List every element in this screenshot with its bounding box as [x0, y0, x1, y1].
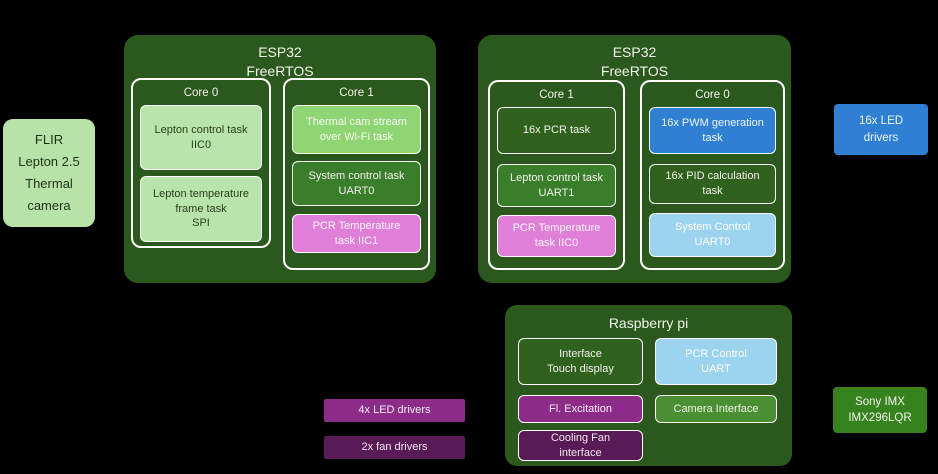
task-pcr-temperature-iic1: PCR Temperature task IIC1 — [292, 214, 421, 253]
esp32-right-block: ESP32 FreeRTOS Core 1 16x PCR task Lepto… — [478, 35, 791, 283]
task-16x-pcr: 16x PCR task — [497, 107, 616, 154]
esp32-left-subtitle: FreeRTOS — [246, 63, 314, 79]
esp32-left-core1: Core 1 Thermal cam stream over Wi-Fi tas… — [283, 78, 430, 270]
esp32-left-core0-label: Core 0 — [183, 87, 219, 99]
task-pcr-temperature-iic0: PCR Temperature task IIC0 — [497, 215, 616, 257]
task-lepton-temperature-frame-spi: Lepton temperature frame task SPI — [140, 176, 262, 242]
rpi-touch-display-interface: Interface Touch display — [518, 338, 643, 385]
esp32-left-block: ESP32 FreeRTOS Core 0 Lepton control tas… — [124, 35, 436, 283]
esp32-right-core1: Core 1 16x PCR task Lepton control task … — [488, 80, 625, 270]
esp32-right-core0-label: Core 0 — [695, 89, 730, 101]
task-system-control-uart0: System control task UART0 — [292, 161, 421, 206]
rpi-camera-interface: Camera Interface — [655, 395, 777, 423]
task-thermal-cam-stream-wifi: Thermal cam stream over Wi-Fi task — [292, 105, 421, 154]
esp32-left-core0: Core 0 Lepton control task IIC0 Lepton t… — [131, 78, 271, 248]
led-drivers-4x-block: 4x LED drivers — [324, 399, 465, 422]
rpi-fl-excitation: Fl. Excitation — [518, 395, 643, 423]
task-system-control-uart0-right: System Control UART0 — [649, 213, 776, 257]
esp32-left-title: ESP32 — [258, 44, 302, 60]
esp32-right-subtitle: FreeRTOS — [600, 63, 669, 79]
flir-camera-block: FLIR Lepton 2.5 Thermal camera — [3, 119, 95, 227]
led-drivers-16x-block: 16x LED drivers — [834, 104, 928, 155]
task-lepton-control-iic0: Lepton control task IIC0 — [140, 105, 262, 170]
raspberry-pi-block: Raspberry pi Interface Touch display PCR… — [505, 305, 792, 466]
task-lepton-control-uart1: Lepton control task UART1 — [497, 164, 616, 207]
task-16x-pwm-generation: 16x PWM generation task — [649, 107, 776, 154]
esp32-right-core1-label: Core 1 — [539, 89, 574, 101]
esp32-right-title: ESP32 — [612, 44, 657, 60]
rpi-cooling-fan-interface: Cooling Fan interface — [518, 430, 643, 461]
esp32-left-core1-label: Core 1 — [339, 87, 374, 99]
rpi-pcr-control-uart: PCR Control UART — [655, 338, 777, 385]
sony-imx-sensor-block: Sony IMX IMX296LQR — [833, 387, 927, 433]
raspberry-pi-title: Raspberry pi — [608, 315, 689, 331]
esp32-right-core0: Core 0 16x PWM generation task 16x PID c… — [640, 80, 785, 270]
fan-drivers-2x-block: 2x fan drivers — [324, 436, 465, 459]
task-16x-pid-calculation: 16x PID calculation task — [649, 164, 776, 204]
